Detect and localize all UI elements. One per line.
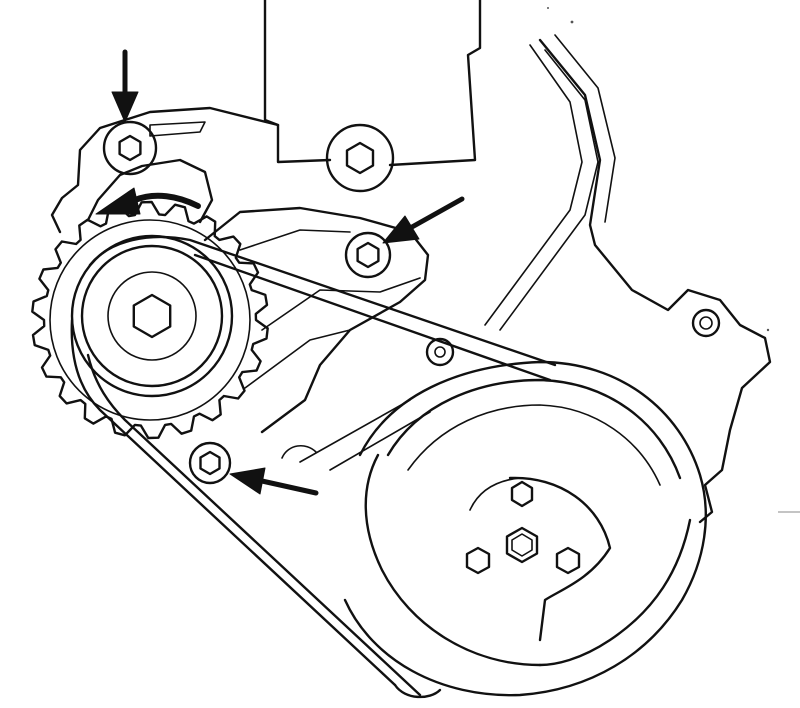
engine-block <box>50 0 482 234</box>
tensioner-bolt <box>356 241 380 269</box>
housing-bolt <box>345 141 375 175</box>
housing-bolt-boss <box>325 123 395 193</box>
crankshaft-pulley <box>343 360 707 697</box>
cover-bolt <box>691 308 721 338</box>
pulley-center-bolt <box>132 293 172 339</box>
scan-specks <box>547 7 800 513</box>
crank-center-bolt <box>505 526 539 564</box>
arrow-tensioner-bolt-icon <box>382 215 420 244</box>
timing-cover <box>484 34 772 524</box>
idler-sprocket <box>31 200 269 440</box>
arrow-rotation-direction-icon <box>95 187 141 215</box>
arrow-top-bolt-icon <box>111 91 139 123</box>
arrow-lower-bolt-group <box>229 467 319 496</box>
tensioner-pulley <box>70 234 234 398</box>
arrow-rotation-group <box>95 187 201 215</box>
arrow-lower-bolt-icon <box>229 467 266 495</box>
crank-bolt-top <box>510 480 534 508</box>
crank-bolt-left <box>465 546 491 575</box>
tensioner-bracket <box>203 206 455 471</box>
arrow-top-bolt-group <box>111 49 139 123</box>
tensioner-mount <box>344 231 392 279</box>
drive-belt <box>70 235 557 699</box>
lower-bolt <box>199 450 221 476</box>
top-bolt <box>118 134 142 162</box>
top-mount <box>86 120 214 224</box>
crank-bolt-right <box>555 546 581 575</box>
arrow-tensioner-bolt-group <box>382 196 465 244</box>
lower-mount <box>188 441 232 485</box>
